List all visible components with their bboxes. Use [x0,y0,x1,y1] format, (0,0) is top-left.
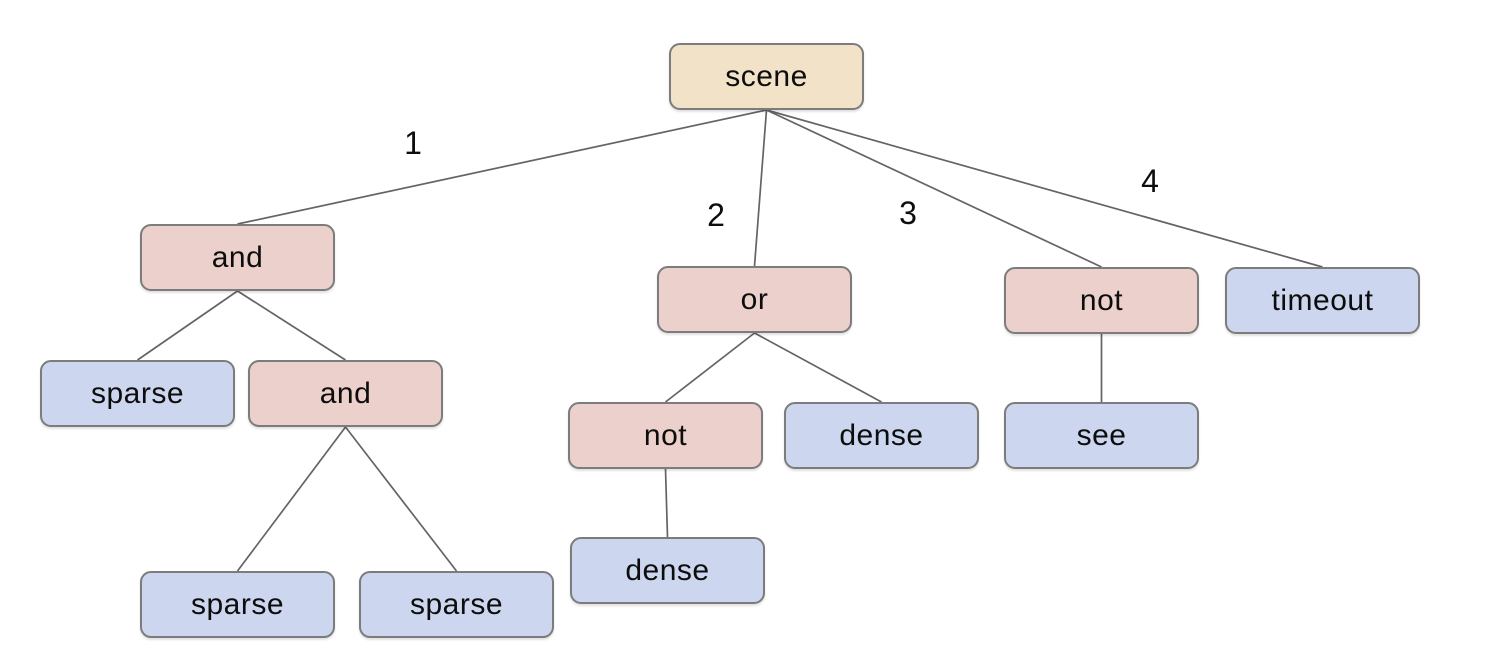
tree-node-label: or [740,282,769,316]
tree-node-dense1: dense [784,402,979,469]
tree-edge-scene-timeout1 [766,109,1323,268]
tree-node-or1: or [657,266,852,333]
tree-node-label: see [1076,418,1127,452]
tree-node-scene: scene [669,43,864,110]
tree-node-not1: not [1004,267,1199,334]
tree-edge-and1-sparse1 [137,290,238,361]
tree-node-timeout1: timeout [1225,267,1420,334]
tree-node-label: not [643,418,688,452]
tree-node-label: not [1079,283,1124,317]
tree-node-label: sparse [409,587,504,621]
tree-node-label: timeout [1271,283,1374,317]
tree-node-label: dense [625,553,710,587]
tree-node-sparse2: sparse [140,571,335,638]
tree-node-label: scene [725,59,808,93]
tree-edge-or1-not2 [664,332,756,403]
tree-node-label: and [211,240,264,274]
tree-edge-scene-not1 [766,109,1102,268]
tree-node-sparse1: sparse [40,360,235,427]
edge-label-1: 1 [404,125,422,161]
tree-node-see1: see [1004,402,1199,469]
tree-node-not2: not [568,402,763,469]
edge-label-3: 3 [899,195,917,231]
edge-label-4: 4 [1141,163,1159,199]
tree-node-dense2: dense [570,537,765,604]
tree-edge-and1-and2 [237,290,346,361]
tree-node-sparse3: sparse [359,571,554,638]
tree-edge-scene-or1 [753,109,768,267]
tree-node-and2: and [248,360,443,427]
edge-label-2: 2 [707,197,725,233]
tree-node-label: dense [839,418,924,452]
tree-node-label: and [319,376,372,410]
tree-node-label: sparse [90,376,185,410]
tree-edge-scene-and1 [237,109,767,225]
tree-edge-and2-sparse3 [344,426,458,572]
tree-node-and1: and [140,224,335,291]
tree-edge-not2-dense2 [664,468,669,538]
tree-edge-and2-sparse2 [236,426,347,572]
tree-edge-or1-dense1 [754,332,882,403]
tree-node-label: sparse [190,587,285,621]
